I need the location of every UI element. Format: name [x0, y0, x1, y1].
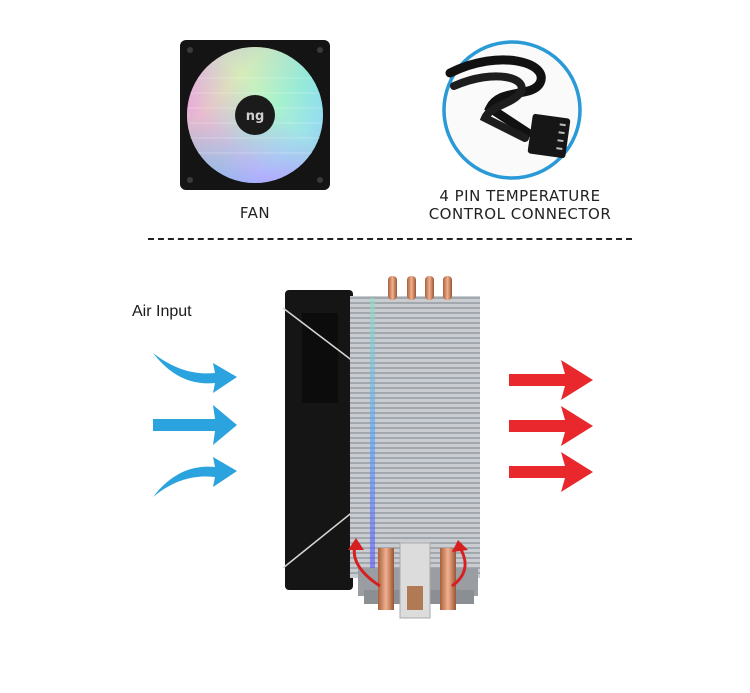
connector-label: 4 PIN TEMPERATURE CONTROL CONNECTOR — [400, 187, 640, 223]
intake-arrow-icon — [153, 457, 237, 497]
rgb-fan-icon: ng — [180, 40, 330, 190]
connector-label-line2: CONTROL CONNECTOR — [428, 205, 612, 223]
air-exhaust-arrows — [509, 360, 593, 492]
air-intake-arrows — [153, 353, 237, 497]
intake-arrow-icon — [153, 353, 237, 393]
cpu-cooler-heatsink — [282, 276, 480, 619]
exhaust-arrow-icon — [509, 360, 593, 400]
fan-label: FAN — [239, 204, 271, 222]
heat-rise-arrow-icon — [452, 540, 468, 552]
heat-rise-arrow-icon — [348, 538, 364, 550]
exhaust-arrow-icon — [509, 406, 593, 446]
intake-arrow-icon — [153, 405, 237, 445]
svg-text:ng: ng — [246, 109, 265, 124]
section-divider — [148, 238, 632, 240]
4-pin-connector-icon — [442, 40, 582, 180]
exhaust-arrow-icon — [509, 452, 593, 492]
connector-label-line1: 4 PIN TEMPERATURE — [439, 187, 601, 205]
air-input-label: Air Input — [132, 303, 192, 320]
